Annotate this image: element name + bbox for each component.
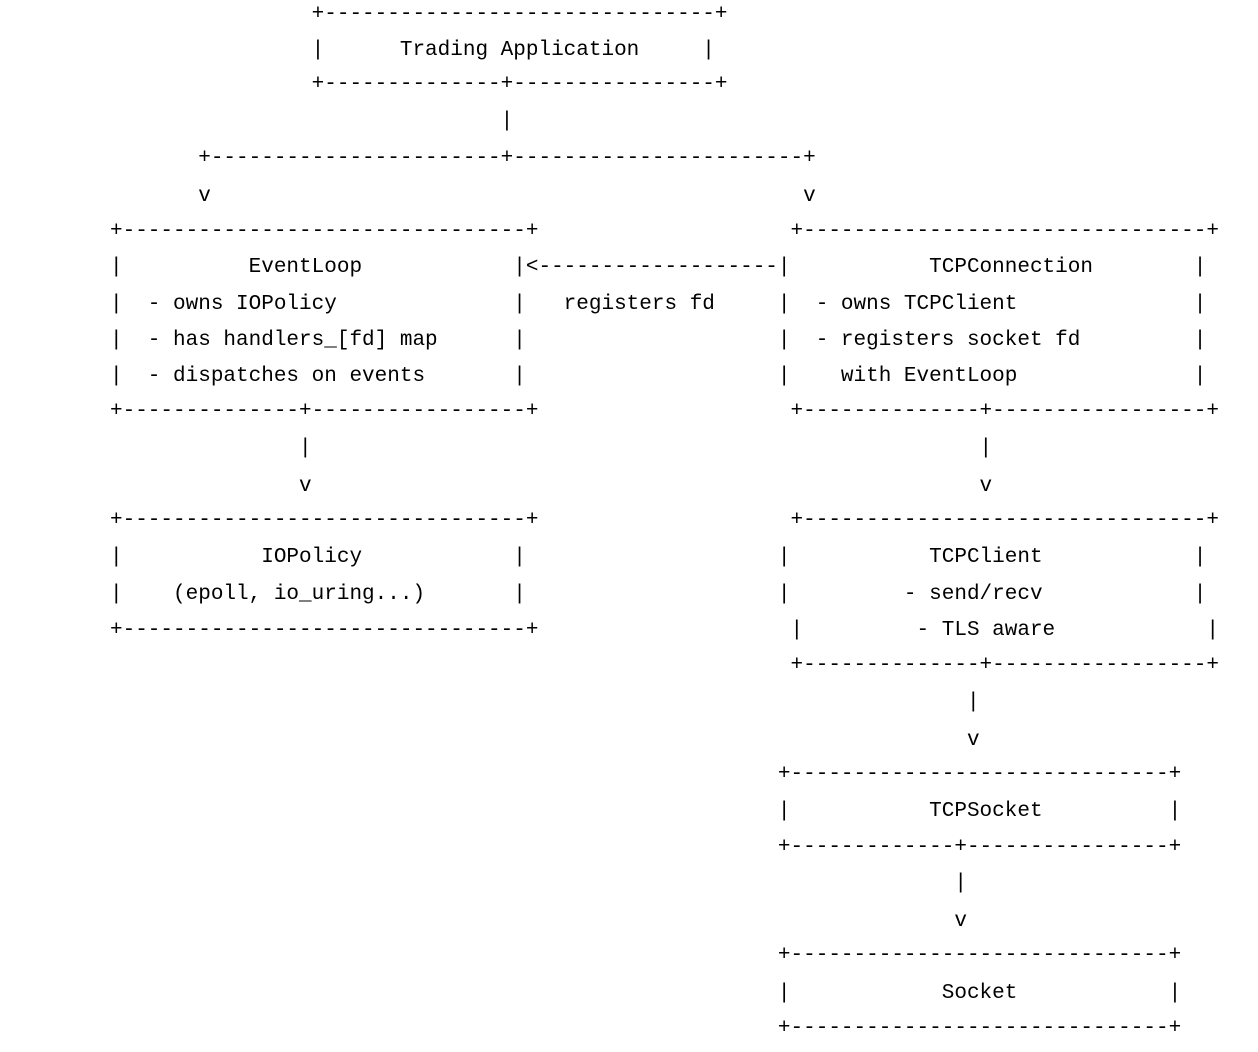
tcpsocket-box-top: +------------------------------+ xyxy=(110,763,1182,786)
eventloop-tcpconnection-box-tops: +--------------------------------+ +----… xyxy=(110,220,1219,243)
tcpsocket-box-label: | TCPSocket | xyxy=(110,800,1182,823)
trading-application-box-top: +-------------------------------+ xyxy=(110,3,728,26)
second-level-connectors: | | xyxy=(110,437,993,460)
eventloop-tcpconnection-titles: | EventLoop |<-------------------| TCPCo… xyxy=(110,256,1207,279)
eventloop-tcpconnection-box-bottoms: +--------------+-----------------+ +----… xyxy=(110,400,1219,423)
trading-application-connector: | xyxy=(110,110,514,133)
branch-line: +-----------------------+---------------… xyxy=(110,147,816,170)
tcpsocket-connector: | xyxy=(110,872,967,895)
eventloop-tcpconnection-row-1: | - owns IOPolicy | registers fd | - own… xyxy=(110,293,1207,316)
eventloop-tcpconnection-row-3: | - dispatches on events | | with EventL… xyxy=(110,365,1207,388)
tcpsocket-box-bottom: +-------------+----------------+ xyxy=(110,836,1182,859)
tcpclient-arrow: v xyxy=(110,729,980,752)
trading-application-box-label: | Trading Application | xyxy=(110,39,715,62)
tcpclient-connector: | xyxy=(110,691,980,714)
second-level-arrows: v v xyxy=(110,475,993,498)
socket-box-bottom: +------------------------------+ xyxy=(110,1017,1182,1040)
iopolicy-tcpclient-titles: | IOPolicy | | TCPClient | xyxy=(110,546,1207,569)
tcpsocket-arrow: v xyxy=(110,910,967,933)
tcpclient-box-bottom: +--------------+-----------------+ xyxy=(110,654,1219,677)
iopolicy-bottom-tcpclient-row-2: +--------------------------------+ | - T… xyxy=(110,619,1219,642)
eventloop-tcpconnection-row-2: | - has handlers_[fd] map | | - register… xyxy=(110,329,1207,352)
iopolicy-tcpclient-box-tops: +--------------------------------+ +----… xyxy=(110,509,1219,532)
branch-arrows: v v xyxy=(110,185,816,208)
socket-box-top: +------------------------------+ xyxy=(110,944,1182,967)
socket-box-label: | Socket | xyxy=(110,982,1182,1005)
trading-application-box-bottom: +--------------+----------------+ xyxy=(110,73,728,96)
iopolicy-tcpclient-row-1: | (epoll, io_uring...) | | - send/recv | xyxy=(110,583,1207,606)
